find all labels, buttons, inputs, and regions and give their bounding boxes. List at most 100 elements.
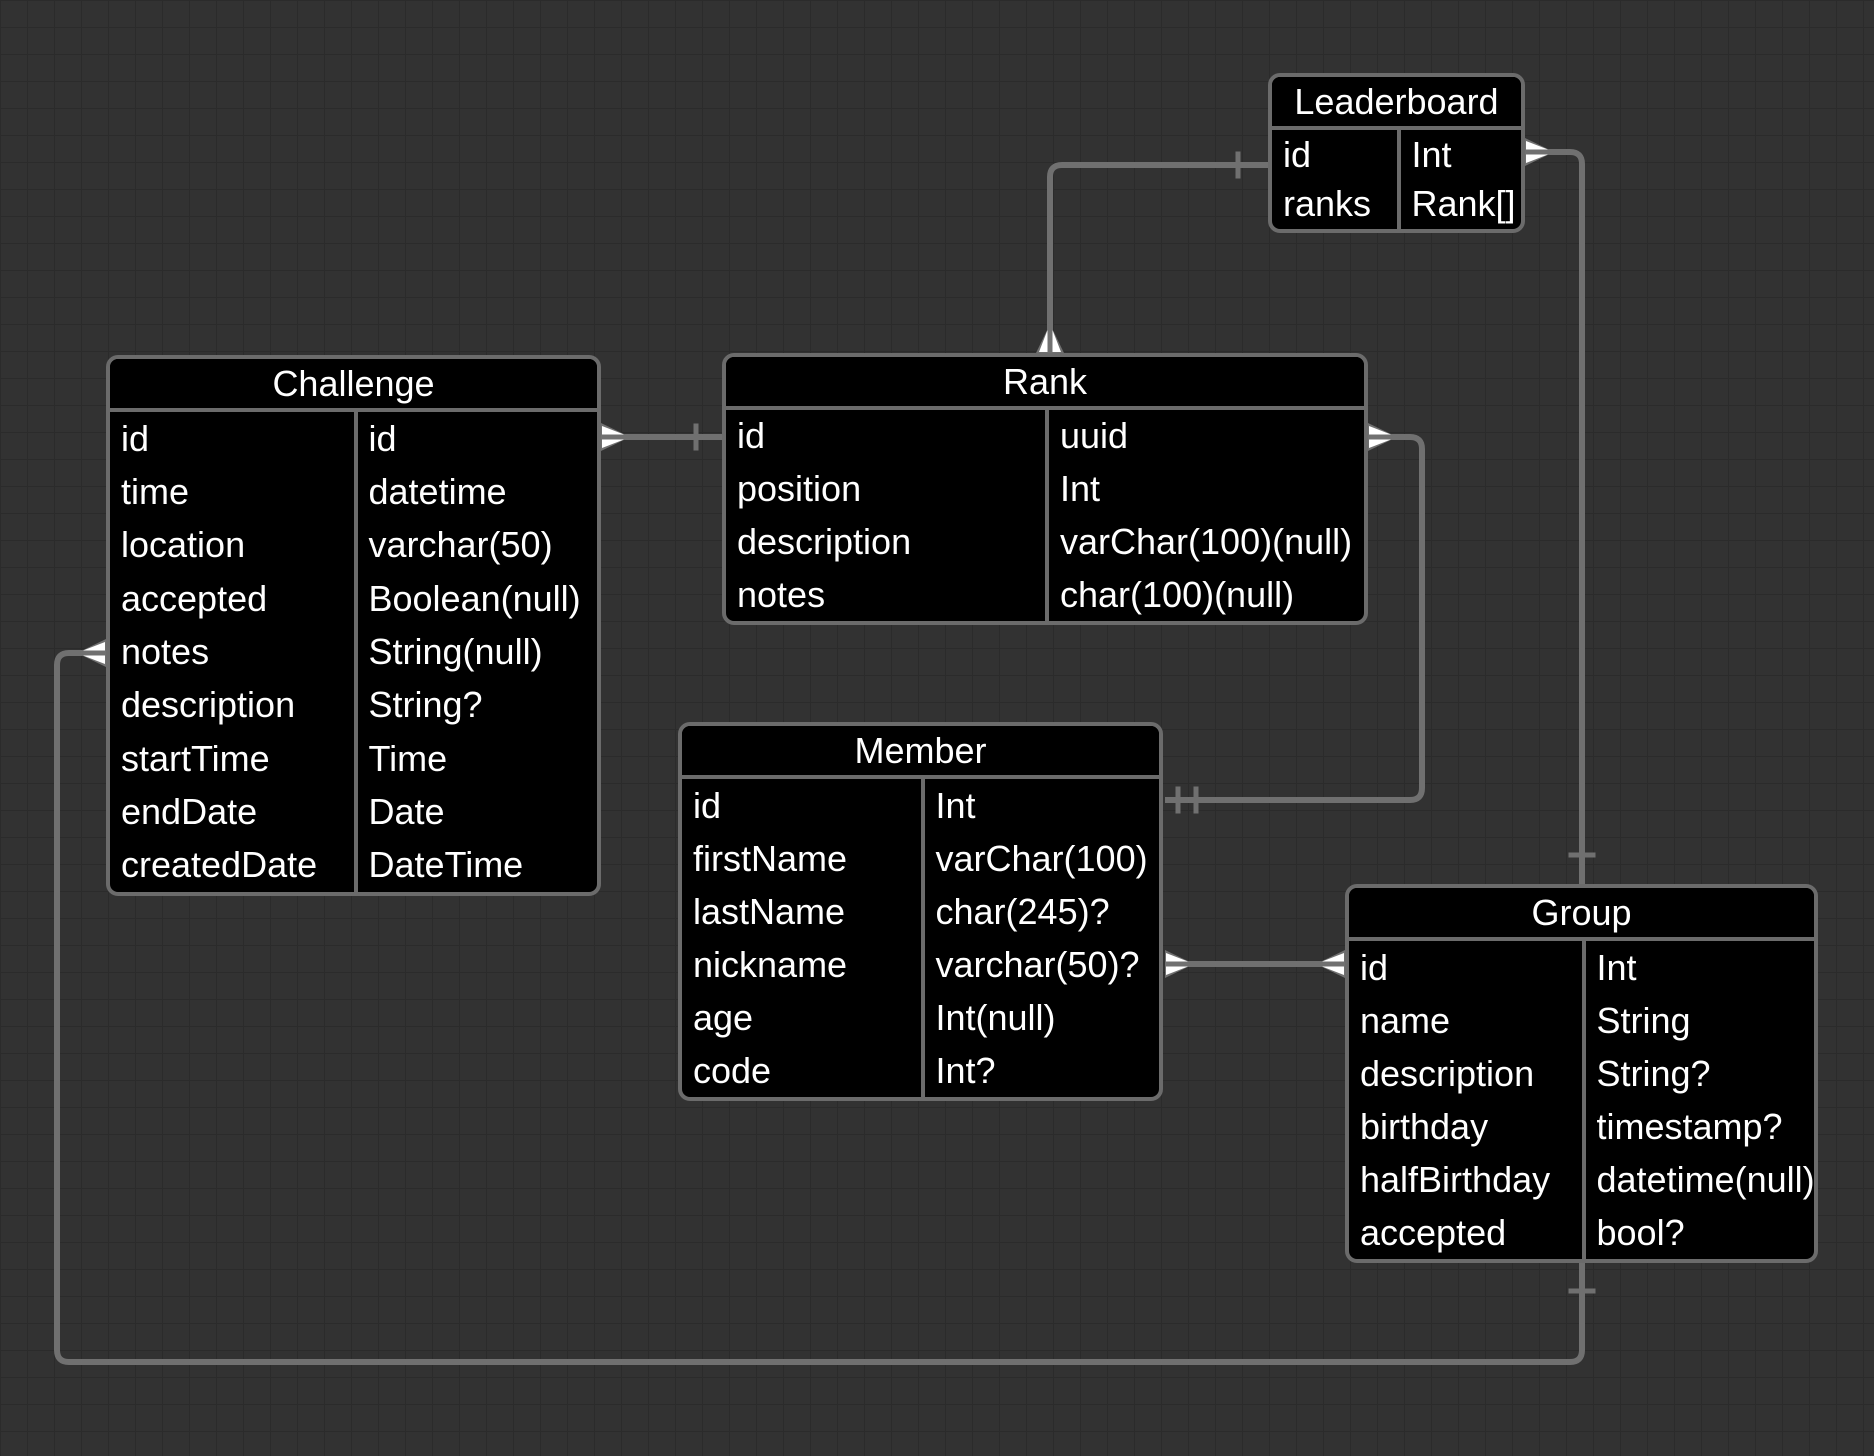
field-type: String? xyxy=(1581,1047,1815,1100)
field-type: Int xyxy=(920,779,1160,832)
field-row[interactable]: ranks Rank[] xyxy=(1272,179,1522,229)
field-row[interactable]: code Int? xyxy=(682,1044,1159,1097)
field-type: varchar(50)? xyxy=(920,938,1160,991)
cardinality-one-icon xyxy=(1568,852,1596,858)
field-row[interactable]: endDate Date xyxy=(110,785,598,839)
field-type: char(245)? xyxy=(920,885,1160,938)
field-type: varChar(100)(null) xyxy=(1045,515,1364,569)
field-name: birthday xyxy=(1360,1105,1489,1147)
field-name: accepted xyxy=(121,577,268,619)
field-row[interactable]: name String xyxy=(1349,994,1814,1047)
field-row[interactable]: description String? xyxy=(1349,1047,1814,1100)
table-group[interactable]: Group id Int name String description String… xyxy=(1345,884,1818,1263)
cardinality-many-icon xyxy=(1036,324,1064,353)
field-name: accepted xyxy=(1360,1211,1507,1253)
field-row[interactable]: time datetime xyxy=(110,465,598,519)
table-title: Rank xyxy=(726,357,1364,410)
table-title: Challenge xyxy=(110,359,597,412)
field-name: description xyxy=(737,520,912,562)
field-type: Date xyxy=(353,785,598,839)
field-name: ranks xyxy=(1283,183,1372,225)
field-type: Int? xyxy=(920,1044,1160,1097)
field-type: Int(null) xyxy=(920,991,1160,1044)
field-type: String xyxy=(1581,994,1815,1047)
field-name: description xyxy=(1360,1052,1535,1094)
field-name: id xyxy=(1360,946,1389,988)
relationship-line-leaderboard-group[interactable] xyxy=(1525,149,1585,884)
cardinality-one-icon xyxy=(1568,1288,1596,1294)
field-name: notes xyxy=(737,573,826,615)
field-row[interactable]: halfBirthday datetime(null) xyxy=(1349,1153,1814,1206)
field-name: age xyxy=(693,996,754,1038)
field-row[interactable]: id id xyxy=(110,412,598,466)
table-title: Group xyxy=(1349,888,1814,941)
table-title: Leaderboard xyxy=(1272,77,1521,130)
field-row[interactable]: firstName varChar(100) xyxy=(682,832,1159,885)
field-type: Int xyxy=(1045,462,1364,516)
field-row[interactable]: age Int(null) xyxy=(682,991,1159,1044)
field-type: varChar(100) xyxy=(920,832,1160,885)
cardinality-many-icon xyxy=(1368,423,1397,451)
field-name: startTime xyxy=(121,737,270,779)
field-type: datetime(null) xyxy=(1581,1153,1814,1206)
field-row[interactable]: accepted Boolean(null) xyxy=(110,571,598,626)
relationship-line-group-challenge[interactable] xyxy=(54,650,1585,1365)
field-name: time xyxy=(121,470,190,512)
field-name: nickname xyxy=(693,943,848,985)
field-name: createdDate xyxy=(121,844,318,886)
field-type: datetime xyxy=(353,465,598,519)
field-name: description xyxy=(121,684,296,726)
field-type: Rank[] xyxy=(1396,179,1522,229)
field-name: id xyxy=(737,415,766,457)
field-row[interactable]: description varChar(100)(null) xyxy=(726,515,1364,569)
field-name: endDate xyxy=(121,790,258,832)
field-type: varchar(50) xyxy=(353,518,598,572)
table-fields: id uuid position Int description varChar(10… xyxy=(726,410,1364,621)
field-name: id xyxy=(121,417,150,459)
field-row[interactable]: id Int xyxy=(1349,941,1814,994)
relationship-line-leaderboard-rank[interactable] xyxy=(1047,162,1268,353)
field-type: id xyxy=(353,412,598,466)
field-row[interactable]: createdDate DateTime xyxy=(110,838,598,892)
field-type: DateTime xyxy=(353,838,598,892)
field-row[interactable]: nickname varchar(50)? xyxy=(682,938,1159,991)
field-type: uuid xyxy=(1045,410,1364,463)
field-name: notes xyxy=(121,630,210,672)
cardinality-many-icon xyxy=(77,639,106,667)
field-type: bool? xyxy=(1581,1206,1815,1259)
cardinality-many-icon xyxy=(601,423,630,451)
field-name: firstName xyxy=(693,837,848,879)
field-name: halfBirthday xyxy=(1360,1158,1551,1200)
cardinality-one-icon xyxy=(1235,151,1241,179)
field-type: Int xyxy=(1396,130,1522,180)
field-row[interactable]: position Int xyxy=(726,462,1364,516)
field-name: position xyxy=(737,468,862,510)
field-name: code xyxy=(693,1049,772,1091)
cardinality-exactly-one-icon xyxy=(1175,786,1181,814)
field-row[interactable]: accepted bool? xyxy=(1349,1206,1814,1259)
table-title: Member xyxy=(682,726,1159,779)
field-row[interactable]: id uuid xyxy=(726,410,1364,463)
relationship-line-rank-member[interactable] xyxy=(1165,434,1425,803)
table-rank[interactable]: Rank id uuid position Int description varCh… xyxy=(722,353,1368,625)
table-fields: id Int name String description String? birt… xyxy=(1349,941,1814,1259)
field-type: Boolean(null) xyxy=(353,571,598,626)
field-type: Int xyxy=(1581,941,1815,994)
field-name: name xyxy=(1360,999,1451,1041)
